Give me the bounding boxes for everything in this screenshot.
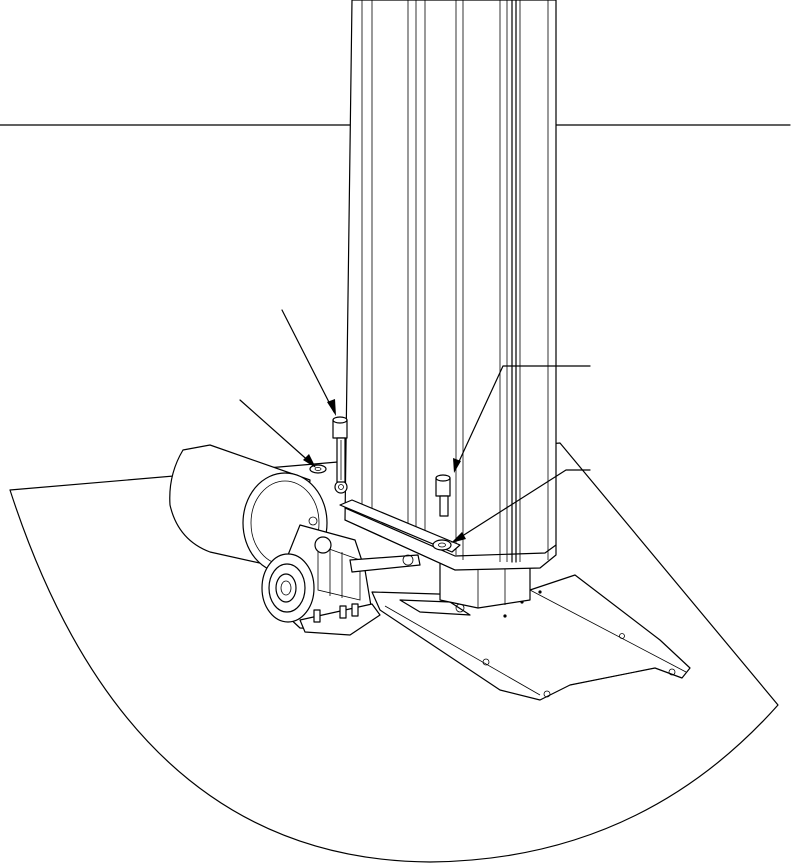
washer-left	[309, 464, 327, 474]
arrow-bolt-left-icon	[327, 399, 336, 416]
motor-assembly	[169, 444, 421, 636]
column	[344, 0, 557, 571]
leader-bolt-left	[281, 309, 335, 413]
arrow-washer-right-icon	[451, 532, 466, 543]
callout-leaders	[239, 309, 591, 543]
bolt-right	[435, 474, 451, 517]
leader-washer-left	[239, 399, 313, 465]
leader-bolt-right	[455, 365, 591, 469]
bolt-left	[332, 416, 348, 483]
leader-washer-right	[455, 469, 591, 541]
arrow-bolt-right-icon	[453, 458, 461, 473]
arrow-washer-left-icon	[303, 454, 316, 468]
washer-right	[432, 539, 452, 551]
